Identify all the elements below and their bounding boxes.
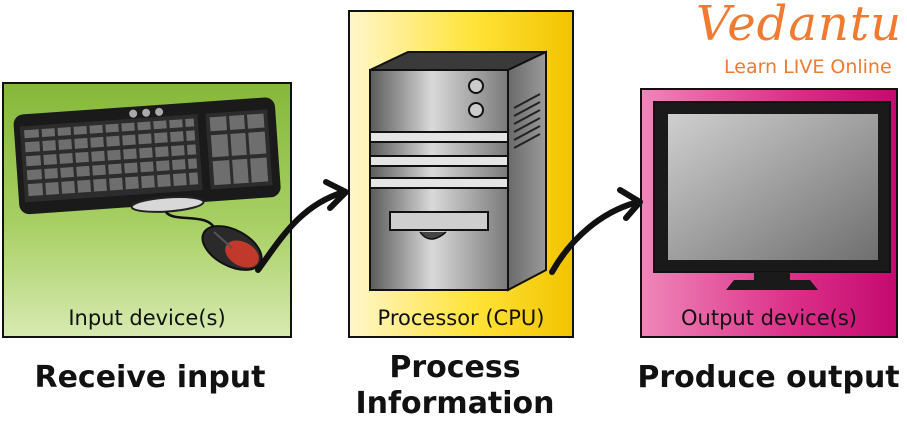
logo-brand-text: Vedantu	[696, 0, 903, 52]
logo-tagline: Learn LIVE Online	[724, 56, 892, 78]
produce-output-label: Produce output	[637, 360, 900, 395]
input-caption: Input device(s)	[68, 306, 226, 330]
computer-tower-icon	[369, 50, 547, 292]
mouse-icon	[164, 211, 263, 271]
receive-input-label: Receive input	[34, 360, 266, 395]
process-information-label: Process Information	[330, 350, 580, 422]
vedantu-logo: Vedantu Learn LIVE Online	[690, 0, 902, 82]
keyboard-icon	[13, 97, 281, 215]
cpu-caption: Processor (CPU)	[377, 306, 545, 330]
cpu-panel: Processor (CPU)	[348, 10, 574, 338]
monitor-icon	[653, 101, 891, 290]
process-label-line2: Information	[355, 386, 555, 421]
input-device-panel: Input device(s)	[2, 82, 292, 338]
process-label-line1: Process	[389, 350, 521, 385]
output-caption: Output device(s)	[681, 306, 857, 330]
output-device-panel: Output device(s)	[640, 88, 898, 338]
